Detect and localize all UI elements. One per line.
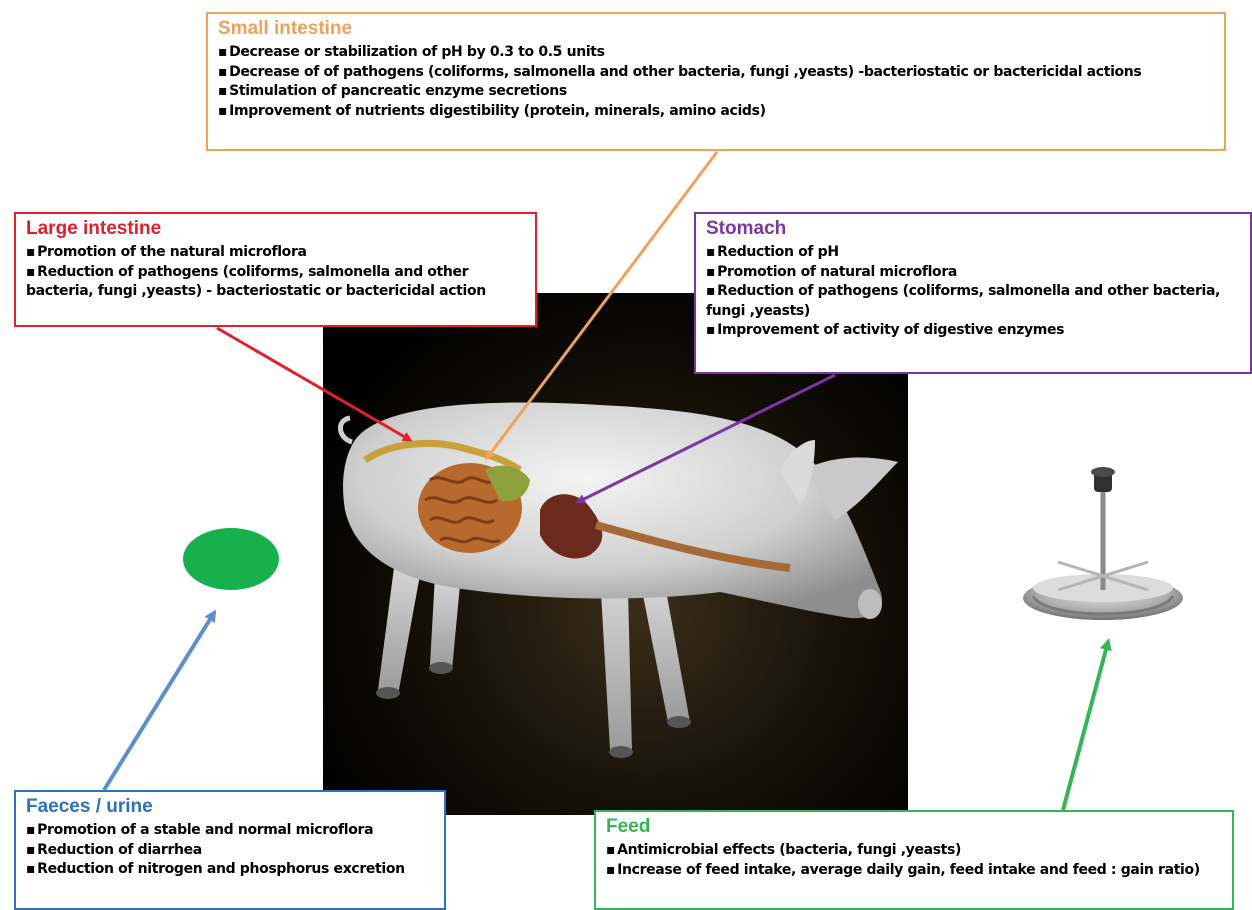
list-item: Reduction of nitrogen and phosphorus exc… (26, 860, 434, 880)
large-intestine-arrow (217, 328, 410, 440)
list-item: Decrease of of pathogens (coliforms, sal… (218, 63, 1214, 83)
pig-icon (340, 403, 898, 758)
large-intestine-box: Large intestine Promotion of the natural… (14, 212, 537, 327)
list-item: Reduction of pH (706, 243, 1240, 263)
faeces-urine-list: Promotion of a stable and normal microfl… (26, 821, 434, 880)
feed-box: Feed Antimicrobial effects (bacteria, fu… (594, 810, 1234, 910)
small-intestine-box: Small intestine Decrease or stabilizatio… (206, 12, 1226, 151)
large-intestine-list: Promotion of the natural microflora Redu… (26, 243, 525, 302)
stomach-box: Stomach Reduction of pH Promotion of nat… (694, 212, 1252, 374)
feed-arrow (1063, 642, 1108, 810)
small-intestine-list: Decrease or stabilization of pH by 0.3 t… (218, 43, 1214, 121)
list-item: Promotion of natural microflora (706, 263, 1240, 283)
list-item: Reduction of pathogens (coliforms, salmo… (26, 263, 525, 302)
large-intestine-title: Large intestine (26, 218, 525, 240)
list-item: Improvement of activity of digestive enz… (706, 321, 1240, 341)
list-item: Increase of feed intake, average daily g… (606, 861, 1222, 881)
list-item: Reduction of pathogens (coliforms, salmo… (706, 282, 1240, 321)
faeces-arrow (104, 613, 214, 790)
feed-title: Feed (606, 816, 1222, 838)
list-item: Reduction of diarrhea (26, 841, 434, 861)
faeces-urine-box: Faeces / urine Promotion of a stable and… (14, 790, 446, 910)
list-item: Improvement of nutrients digestibility (… (218, 102, 1214, 122)
stomach-list: Reduction of pH Promotion of natural mic… (706, 243, 1240, 341)
list-item: Decrease or stabilization of pH by 0.3 t… (218, 43, 1214, 63)
list-item: Promotion of the natural microflora (26, 243, 525, 263)
small-intestine-title: Small intestine (218, 18, 1214, 40)
dropping-icon (183, 528, 279, 590)
list-item: Antimicrobial effects (bacteria, fungi ,… (606, 841, 1222, 861)
list-item: Stimulation of pancreatic enzyme secreti… (218, 82, 1214, 102)
feeder-icon (1023, 467, 1183, 620)
faeces-urine-title: Faeces / urine (26, 796, 434, 818)
list-item: Promotion of a stable and normal microfl… (26, 821, 434, 841)
feed-list: Antimicrobial effects (bacteria, fungi ,… (606, 841, 1222, 880)
stomach-title: Stomach (706, 218, 1240, 240)
